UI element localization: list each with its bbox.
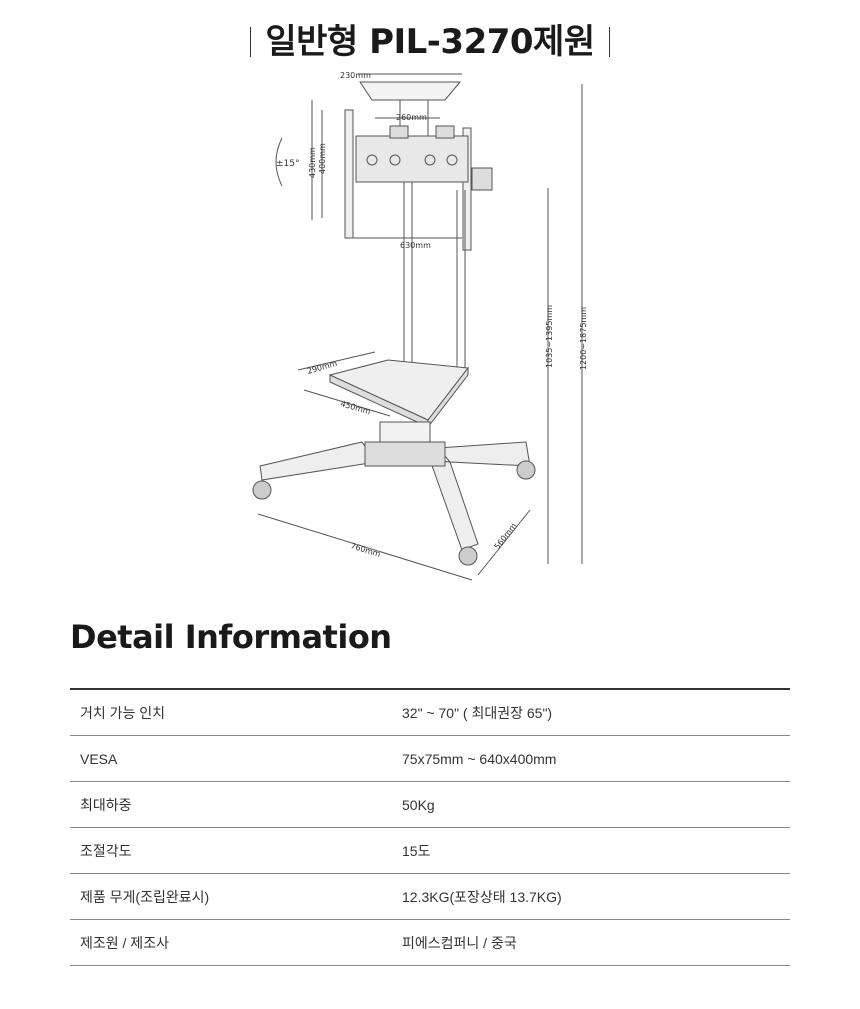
table-row: 제품 무게(조립완료시) 12.3KG(포장상태 13.7KG) xyxy=(70,873,790,920)
table-row: 제조원 / 제조사 피에스컴퍼니 / 중국 xyxy=(70,919,790,966)
spec-label: 최대하중 xyxy=(70,781,402,828)
dim-label-450: 450mm xyxy=(339,399,371,416)
spec-value: 15도 xyxy=(402,827,790,874)
spec-table: 거치 가능 인치 32" ~ 70" ( 최대권장 65") VESA 75x7… xyxy=(70,688,790,966)
dim-label-tilt: ±15° xyxy=(276,159,300,169)
spec-value: 피에스컴퍼니 / 중국 xyxy=(402,919,790,966)
table-row: 최대하중 50Kg xyxy=(70,781,790,828)
section-title: Detail Information xyxy=(70,618,392,656)
dim-label-230: 230mm xyxy=(340,71,371,80)
table-row: VESA 75x75mm ~ 640x400mm xyxy=(70,735,790,782)
dim-label-630: 630mm xyxy=(400,241,431,250)
spec-value: 12.3KG(포장상태 13.7KG) xyxy=(402,873,790,920)
dim-label-total-range: 1200~1875mm xyxy=(579,307,588,370)
spec-value: 32" ~ 70" ( 최대권장 65") xyxy=(402,689,790,736)
dim-label-260: 260mm xyxy=(396,113,427,122)
dim-label-760: 760mm xyxy=(349,541,381,559)
title-area: 일반형 PIL-3270제원 xyxy=(0,18,860,66)
title-right-bar xyxy=(608,27,610,57)
product-dimension-diagram: 230mm 260mm ±15° 430mm 400mm 630mm 1035~… xyxy=(200,70,660,590)
title-left-bar xyxy=(250,27,252,57)
page-title: 일반형 PIL-3270제원 xyxy=(265,22,595,62)
dim-label-pole-range: 1035~1395mm xyxy=(545,305,554,368)
spec-label: 제품 무게(조립완료시) xyxy=(70,873,402,920)
dim-label-290: 290mm xyxy=(306,359,338,376)
stand-line-drawing: 230mm 260mm ±15° 430mm 400mm 630mm 1035~… xyxy=(252,71,588,581)
table-row: 조절각도 15도 xyxy=(70,827,790,874)
dim-label-430: 430mm xyxy=(308,147,317,178)
spec-value: 50Kg xyxy=(402,781,790,828)
spec-label: VESA xyxy=(70,735,402,782)
dim-label-400: 400mm xyxy=(318,143,327,174)
spec-label: 거치 가능 인치 xyxy=(70,689,402,736)
spec-label: 조절각도 xyxy=(70,827,402,874)
dim-label-560: 560mm xyxy=(492,521,518,551)
table-row: 거치 가능 인치 32" ~ 70" ( 최대권장 65") xyxy=(70,689,790,736)
spec-label: 제조원 / 제조사 xyxy=(70,919,402,966)
spec-value: 75x75mm ~ 640x400mm xyxy=(402,735,790,782)
